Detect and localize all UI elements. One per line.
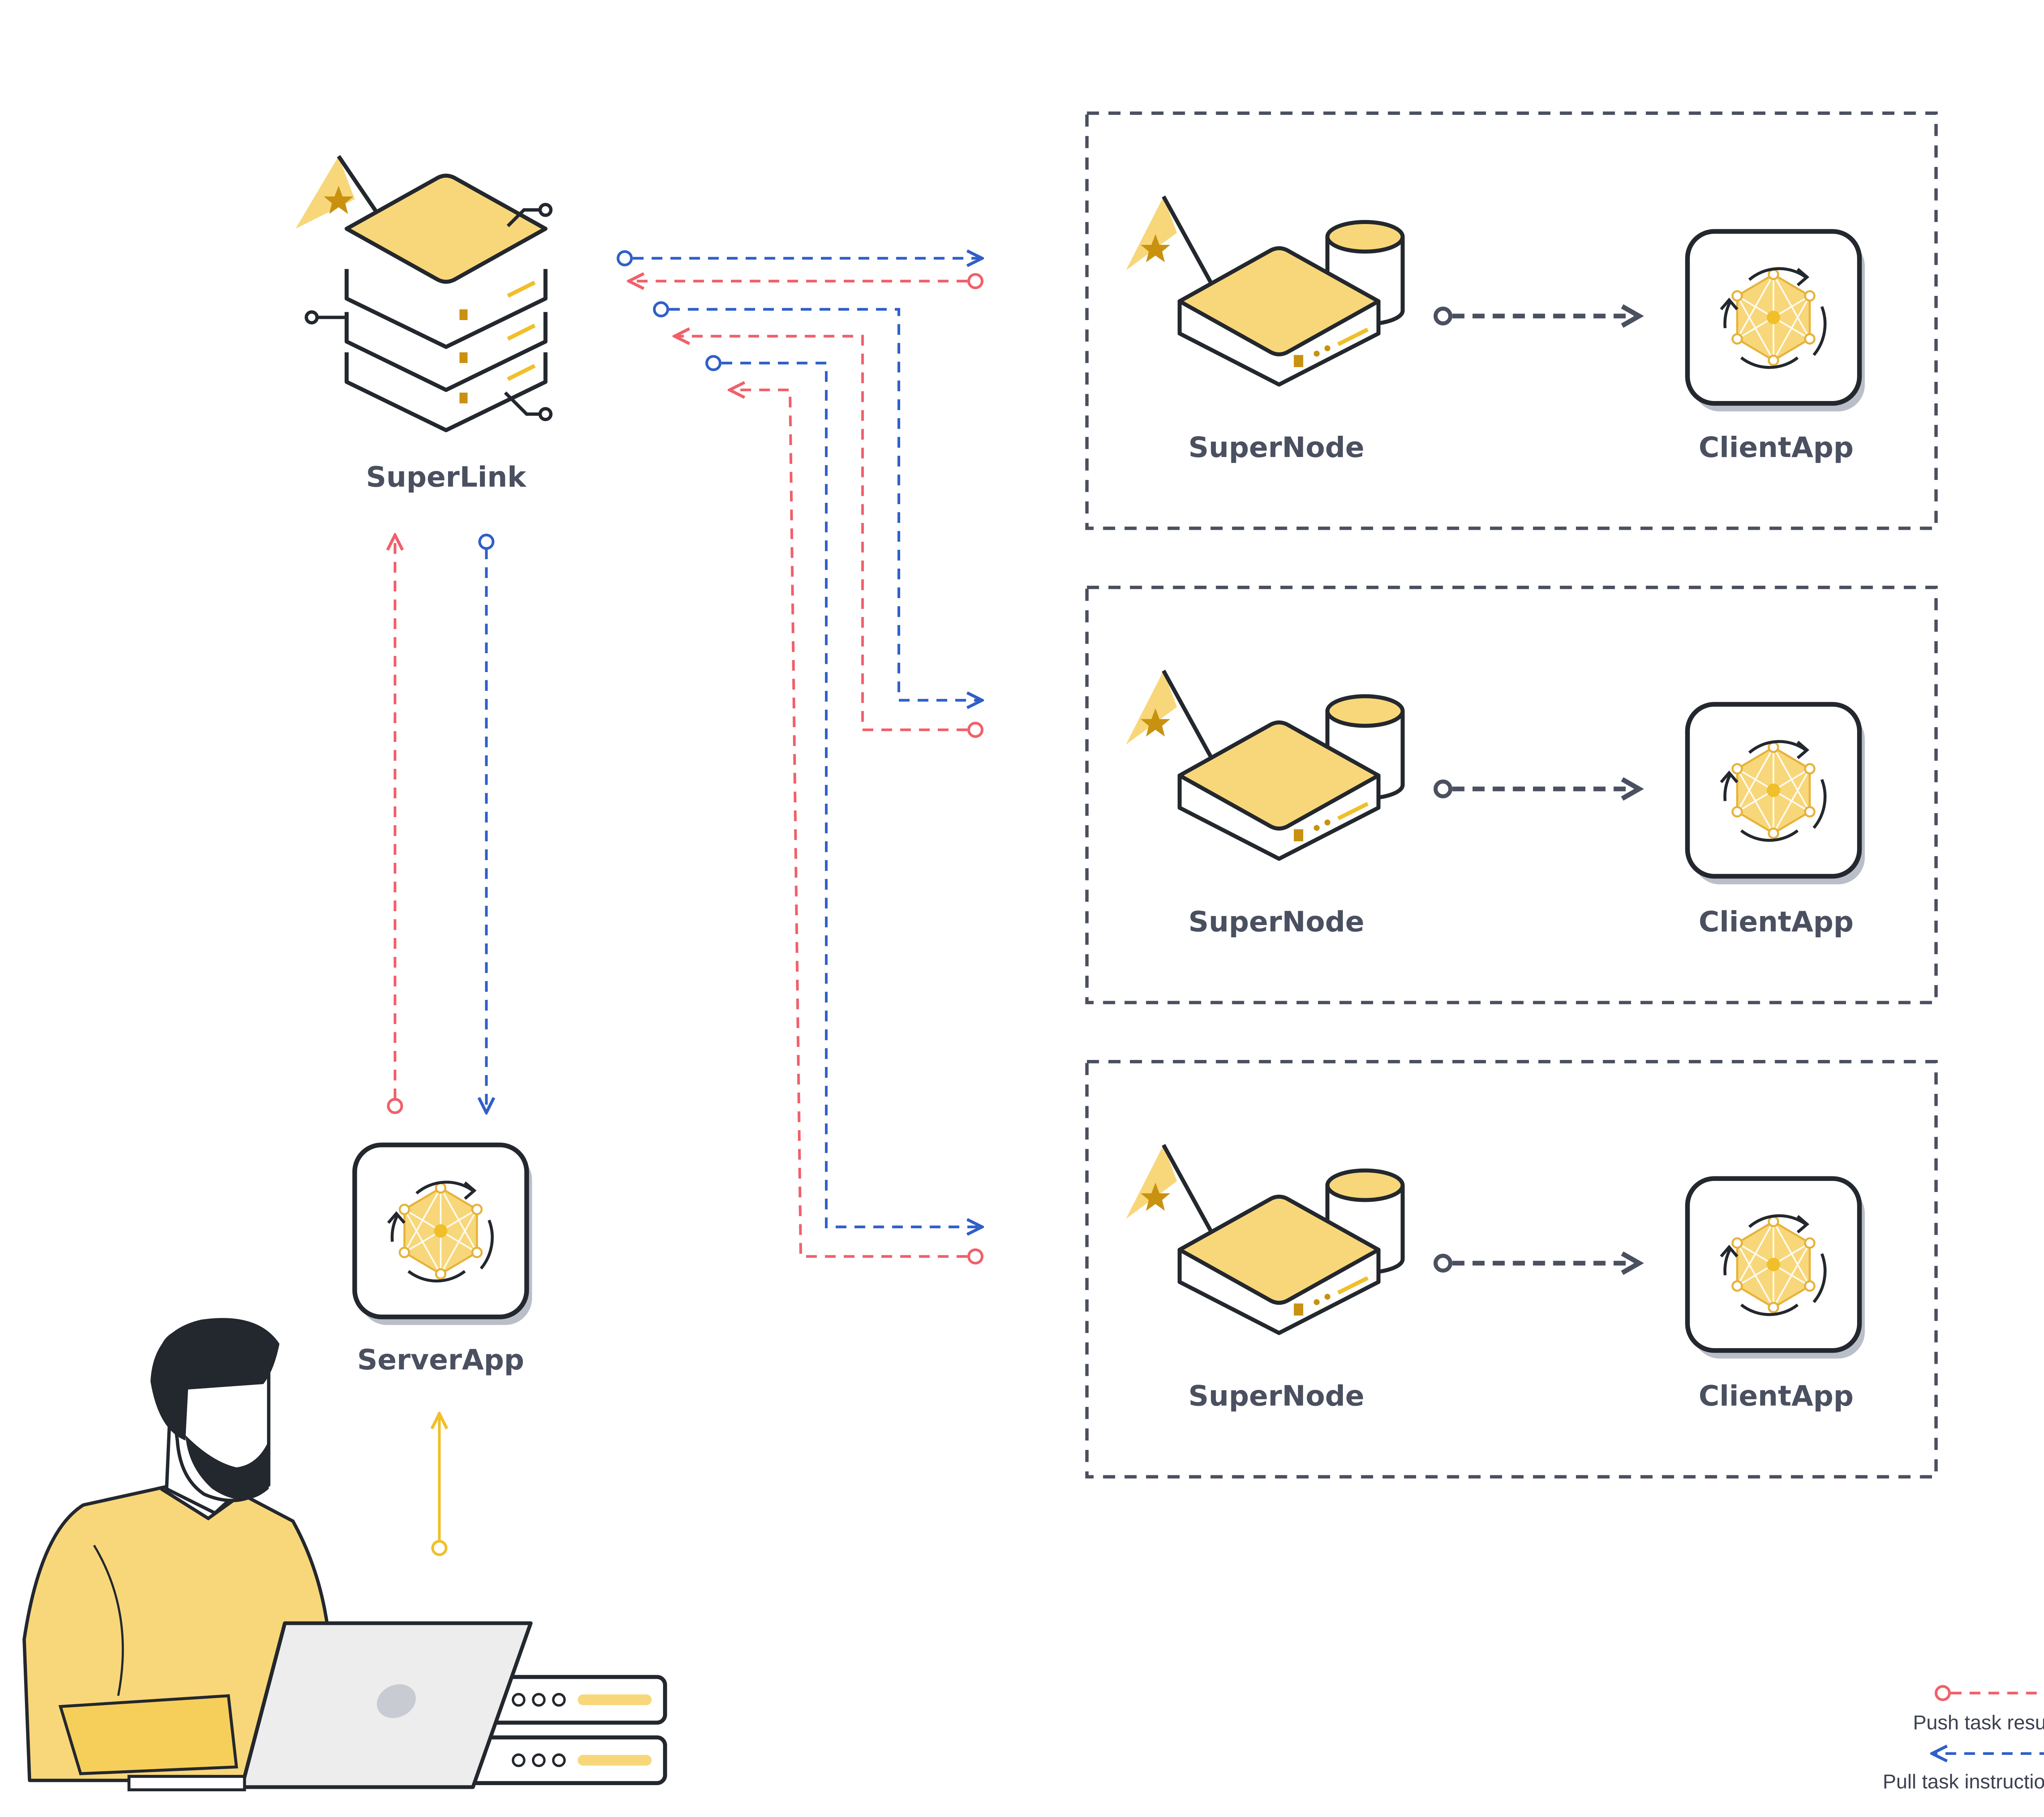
supernode-to-clientapp-arrow [1433,1256,1639,1270]
supernode-icon [1126,671,1403,859]
legend-push-swatch [1934,1685,2044,1701]
node-group-3: SuperNode ClientApp [1085,1060,1938,1479]
legend-push-label: Push task results [1913,1712,2044,1734]
supernode-to-clientapp-arrow [1433,309,1639,323]
legend-pull-label: Pull task instructions [1883,1770,2044,1793]
push-line-node-2 [675,336,984,738]
clientapp-icon [1688,1178,1865,1358]
pull-line-node-1 [616,251,982,265]
supernode-label: SuperNode [1188,905,1364,938]
serverapp-push-arrow [388,535,402,1114]
push-line-node-3 [730,390,984,1265]
push-line-node-1 [629,274,984,288]
clientapp-label: ClientApp [1699,905,1853,938]
clientapp-label: ClientApp [1699,1380,1853,1413]
node-group-2: SuperNode ClientApp [1085,585,1938,1004]
pull-line-node-2 [653,301,982,700]
user-to-serverapp-arrow [433,1414,446,1556]
legend: Push task results Pull task instructions [1883,1685,2044,1793]
pull-line-node-3 [705,355,982,1227]
user-laptop-illustration [22,1318,667,1792]
supernode-label: SuperNode [1188,431,1364,464]
supernode-label: SuperNode [1188,1380,1364,1413]
legend-pull-swatch [1932,1747,2044,1760]
serverapp-icon [355,1145,532,1325]
serverapp-label: ServerApp [357,1344,524,1376]
supernode-icon [1126,1145,1403,1333]
supernode-to-clientapp-arrow [1433,782,1639,796]
superlink-label: SuperLink [366,461,527,494]
node-group-1: SuperNode ClientApp [1085,111,1938,530]
clientapp-icon [1688,704,1865,884]
clientapp-icon [1688,231,1865,411]
clientapp-label: ClientApp [1699,431,1853,464]
serverapp-pull-arrow [480,533,493,1113]
superlink-server-icon [296,155,553,430]
supernode-icon [1126,197,1403,385]
